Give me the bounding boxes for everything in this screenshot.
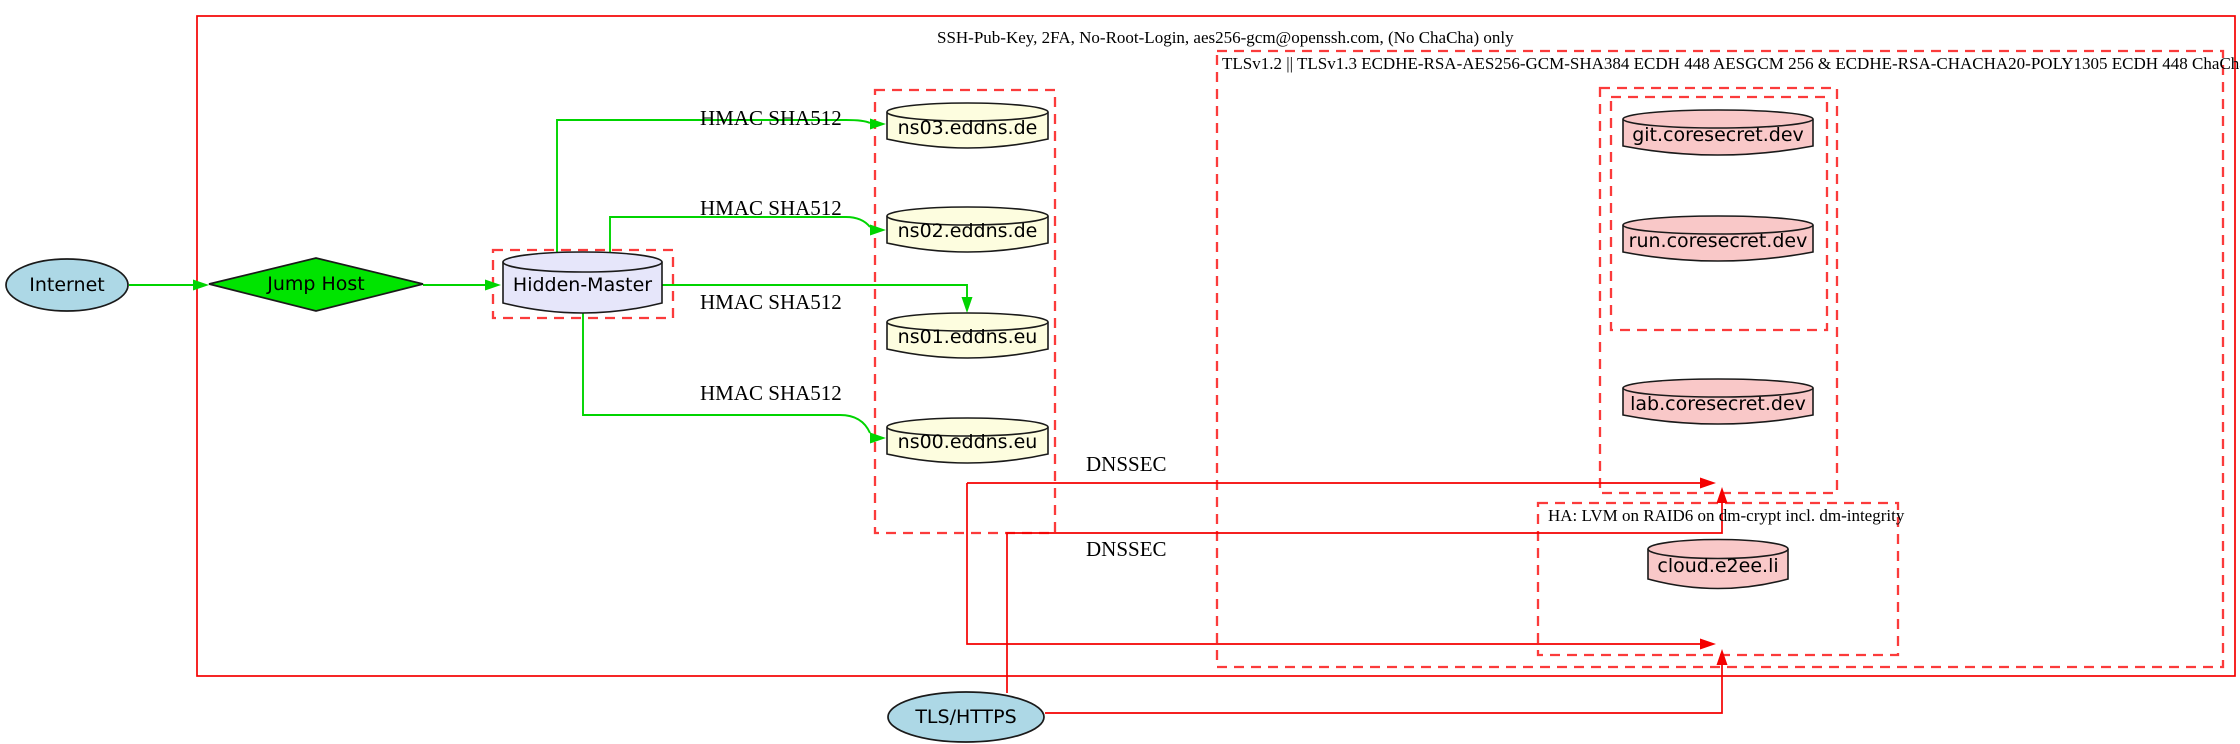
edge-label-dnssec-1: DNSSEC	[1086, 452, 1167, 476]
node-ns00-label: ns00.eddns.eu	[897, 431, 1038, 453]
arrowhead-right	[1700, 477, 1716, 489]
node-cloud-label: cloud.e2ee.li	[1657, 555, 1779, 577]
node-ns00-shape	[886, 427, 1049, 464]
node-ns01-lid	[886, 312, 1049, 332]
node-hidden-master-shape	[502, 262, 663, 314]
node-cloud-lid	[1647, 538, 1789, 560]
edge-label-hmac-ns01: HMAC SHA512	[700, 290, 842, 314]
cluster-tls-box	[1215, 49, 2225, 669]
edge-hmac-ns00	[582, 313, 871, 434]
arrowhead-up	[1716, 487, 1728, 503]
arrowhead-up	[1716, 649, 1728, 665]
edge-hmac-ns01	[662, 284, 968, 298]
arrowhead-down	[961, 297, 973, 313]
node-lab-label: lab.coresecret.dev	[1630, 393, 1806, 415]
node-run-shape	[1622, 225, 1814, 262]
node-tls-https-label: TLS/HTTPS	[915, 706, 1017, 728]
cluster-tls-label: TLSv1.2 || TLSv1.3 ECDHE-RSA-AES256-GCM-…	[1222, 54, 2240, 73]
cluster-eddns-box	[873, 88, 1057, 535]
node-ns03-label: ns03.eddns.de	[897, 117, 1038, 139]
node-ns02-shape	[886, 216, 1049, 253]
arrowhead-right	[193, 279, 209, 291]
node-run-label: run.coresecret.dev	[1628, 230, 1808, 252]
node-internet-shape	[5, 258, 129, 312]
arrowhead-right	[870, 118, 886, 130]
node-jump-host-label: Jump Host	[267, 273, 365, 295]
cluster-ssh-label: SSH-Pub-Key, 2FA, No-Root-Login, aes256-…	[937, 28, 1514, 47]
cluster-ha-label: HA: LVM on RAID6 on dm-crypt incl. dm-in…	[1548, 506, 1905, 525]
node-tls-https-shape	[887, 691, 1045, 743]
node-hidden-master-lid	[502, 251, 663, 273]
edge-tlshttps-to-coresecret	[1006, 502, 1723, 693]
arrowhead-right	[870, 432, 886, 444]
arrowhead-right	[1700, 638, 1716, 650]
arrowhead-right	[485, 279, 501, 291]
edge-tlshttps-to-ha	[1045, 664, 1723, 714]
node-ns01-label: ns01.eddns.eu	[897, 326, 1038, 348]
cluster-coresecret-inner-box	[1609, 95, 1829, 332]
edge-dnssec-to-ha	[966, 483, 1700, 645]
node-run-lid	[1622, 215, 1814, 235]
edge-hmac-ns02	[609, 216, 871, 254]
node-lab-shape	[1622, 388, 1814, 425]
node-lab-lid	[1622, 378, 1814, 398]
node-git-lid	[1622, 109, 1814, 129]
arrowhead-right	[870, 224, 886, 236]
node-git-shape	[1622, 119, 1814, 156]
node-cloud-shape	[1647, 549, 1789, 590]
cluster-ssh-box	[196, 15, 2236, 677]
edge-hmac-ns03	[556, 119, 871, 254]
node-git-label: git.coresecret.dev	[1632, 124, 1804, 146]
node-ns03-lid	[886, 102, 1049, 122]
edge-label-hmac-ns02: HMAC SHA512	[700, 196, 842, 220]
node-hidden-master-label: Hidden-Master	[512, 274, 653, 296]
node-ns00-lid	[886, 417, 1049, 437]
edge-label-hmac-ns03: HMAC SHA512	[700, 106, 842, 130]
node-ns02-label: ns02.eddns.de	[897, 220, 1038, 242]
node-jump-host-shape	[208, 257, 424, 312]
node-internet-label: Internet	[29, 274, 105, 296]
edge-label-dnssec-2: DNSSEC	[1086, 537, 1167, 561]
node-ns02-lid	[886, 206, 1049, 226]
node-ns03-shape	[886, 112, 1049, 149]
node-ns01-shape	[886, 322, 1049, 359]
edge-label-hmac-ns00: HMAC SHA512	[700, 381, 842, 405]
